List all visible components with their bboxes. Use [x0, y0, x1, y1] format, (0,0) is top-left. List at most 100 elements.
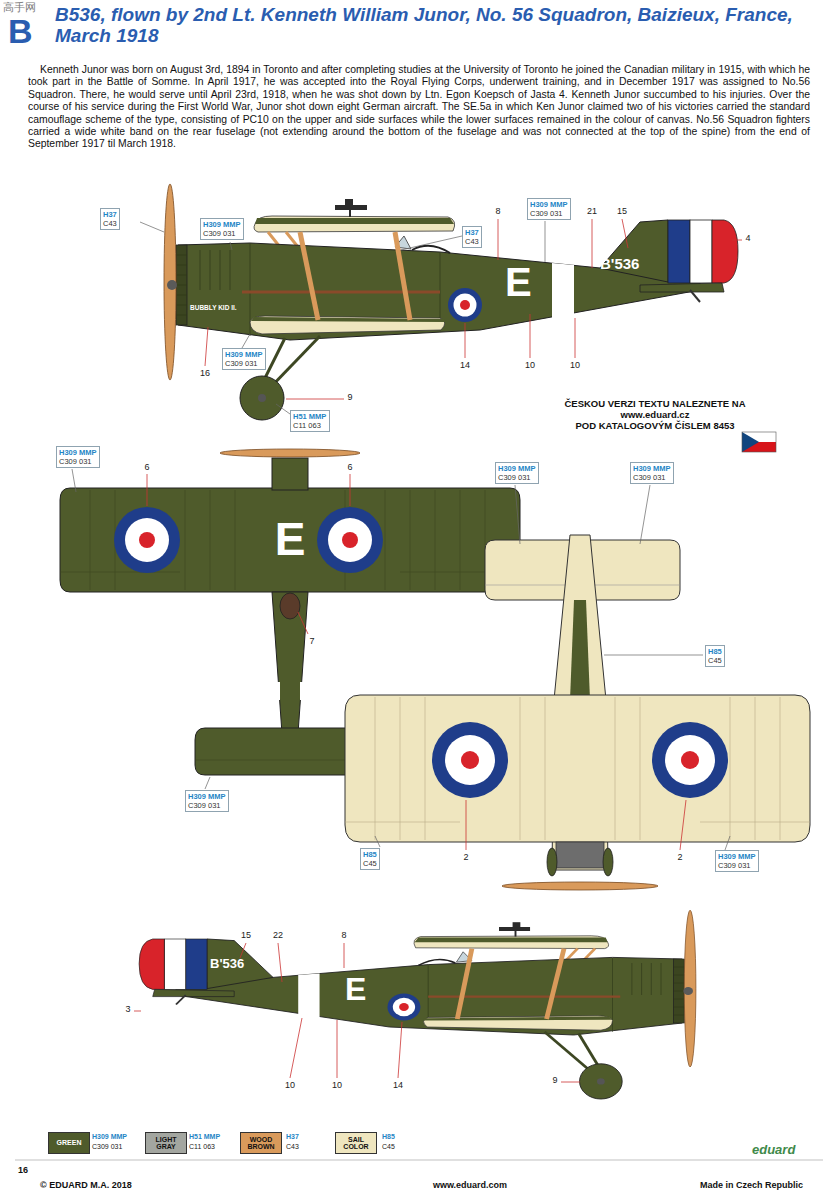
drawing-line [60, 572, 180, 573]
drawing-line [230, 242, 232, 250]
drawing-line [640, 485, 650, 544]
drawing-line [460, 490, 461, 590]
drawing-line [344, 943, 345, 968]
callout-number: 2 [463, 852, 468, 863]
callout-number: 7 [309, 636, 314, 647]
callout-number: 4 [745, 233, 750, 244]
drawing-ellipse [603, 848, 613, 876]
drawing-line [290, 1018, 302, 1078]
callout-number: 14 [460, 360, 470, 371]
paint-code: C11 063 [293, 421, 327, 430]
callout-number: 22 [273, 930, 283, 941]
callout-number: 16 [200, 368, 210, 379]
drawing-circle [432, 722, 508, 798]
paint-code: C43 [103, 219, 117, 228]
paint-code: H37 [465, 228, 479, 237]
paint-code: C309 031 [225, 359, 263, 368]
paint-callout: H309 MMPC309 031 [527, 198, 571, 220]
paint-code: C309 031 [203, 229, 241, 238]
side-view-mirrored [139, 910, 696, 1099]
drawing-line [398, 1022, 402, 1078]
origin-note: Made in Czech Republic [700, 1180, 803, 1190]
code-letter: E [345, 973, 366, 1005]
drawing-line [466, 800, 467, 850]
drawing-line [680, 800, 686, 850]
drawing-ellipse [220, 449, 360, 457]
callout-number: 15 [617, 206, 627, 217]
drawing-rect [176, 245, 187, 325]
code-letter: E [275, 516, 306, 562]
drawing-line [176, 295, 187, 296]
paint-callout: H85C45 [705, 645, 725, 667]
callout-number: 14 [393, 1080, 403, 1091]
paint-code: C309 031 [530, 209, 568, 218]
paint-leaders [72, 221, 730, 850]
legend-text: GREEN [57, 1139, 82, 1146]
paint-callout: H309 MMPC309 031 [222, 348, 266, 370]
drawing-circle [342, 532, 358, 548]
drawing-line [732, 240, 742, 241]
drawing-g [60, 490, 520, 590]
bottom-view [345, 535, 810, 890]
sheet-title: B536, flown by 2nd Lt. Kenneth William J… [55, 4, 820, 47]
drawing-line [395, 232, 410, 320]
drawing-ellipse [547, 848, 557, 876]
drawing-circle [258, 394, 266, 402]
drawing-line [401, 236, 462, 250]
callout-number: 21 [587, 206, 597, 217]
paint-callout: H85C45 [360, 848, 380, 870]
callout-number: 9 [347, 392, 352, 403]
paint-code: H309 MMP [59, 448, 97, 457]
callout-number: 9 [552, 1075, 557, 1086]
paint-code: H37 [286, 1133, 299, 1141]
drawing-line [176, 255, 187, 256]
drawing-circle [139, 532, 155, 548]
nose-art: BUBBLY KID II. [190, 304, 237, 311]
drawing-rect [272, 458, 308, 490]
drawing-line [530, 314, 531, 358]
drawing-line [700, 822, 810, 823]
drawing-line [242, 291, 440, 294]
drawing-line [515, 485, 520, 544]
drawing-line [780, 697, 781, 840]
paint-code: H309 MMP [718, 852, 756, 861]
drawing-circle [461, 751, 479, 769]
paint-code: H85 [382, 1133, 395, 1141]
website: www.eduard.com [433, 1180, 507, 1190]
drawing-polygon [742, 432, 759, 452]
paint-code: C45 [363, 859, 377, 868]
drawing-line [622, 219, 628, 248]
paint-code: C309 031 [92, 1143, 122, 1151]
paint-callout: H37C43 [100, 208, 120, 230]
paint-code: H51 MMP [189, 1133, 220, 1141]
drawing-line [498, 219, 499, 260]
drawing-line [147, 474, 148, 506]
paint-code: C309 031 [633, 473, 671, 482]
drawing-line [345, 822, 460, 823]
drawing-line [755, 697, 756, 840]
paint-code: C309 031 [59, 457, 97, 466]
paint-code: H309 MMP [92, 1133, 127, 1141]
drawing-rect [276, 682, 280, 700]
drawing-line [210, 250, 211, 290]
drawing-line [435, 490, 436, 590]
drawing-line [278, 943, 282, 982]
paint-code: H85 [363, 850, 377, 859]
paint-code: H309 MMP [633, 464, 671, 473]
drawing-line [400, 697, 401, 840]
drawing-line [410, 490, 411, 590]
drawing-rect [668, 220, 690, 283]
paint-code: H309 MMP [530, 200, 568, 209]
drawing-circle [445, 735, 495, 785]
paint-code: C45 [382, 1143, 395, 1151]
drawing-line [240, 943, 246, 958]
drawing-circle [652, 722, 728, 798]
drawing-path [254, 216, 455, 232]
side-view [164, 184, 738, 420]
drawing-line [349, 210, 351, 217]
drawing-line [615, 697, 616, 840]
paint-code: H309 MMP [225, 350, 263, 359]
callout-number: 6 [347, 462, 352, 473]
